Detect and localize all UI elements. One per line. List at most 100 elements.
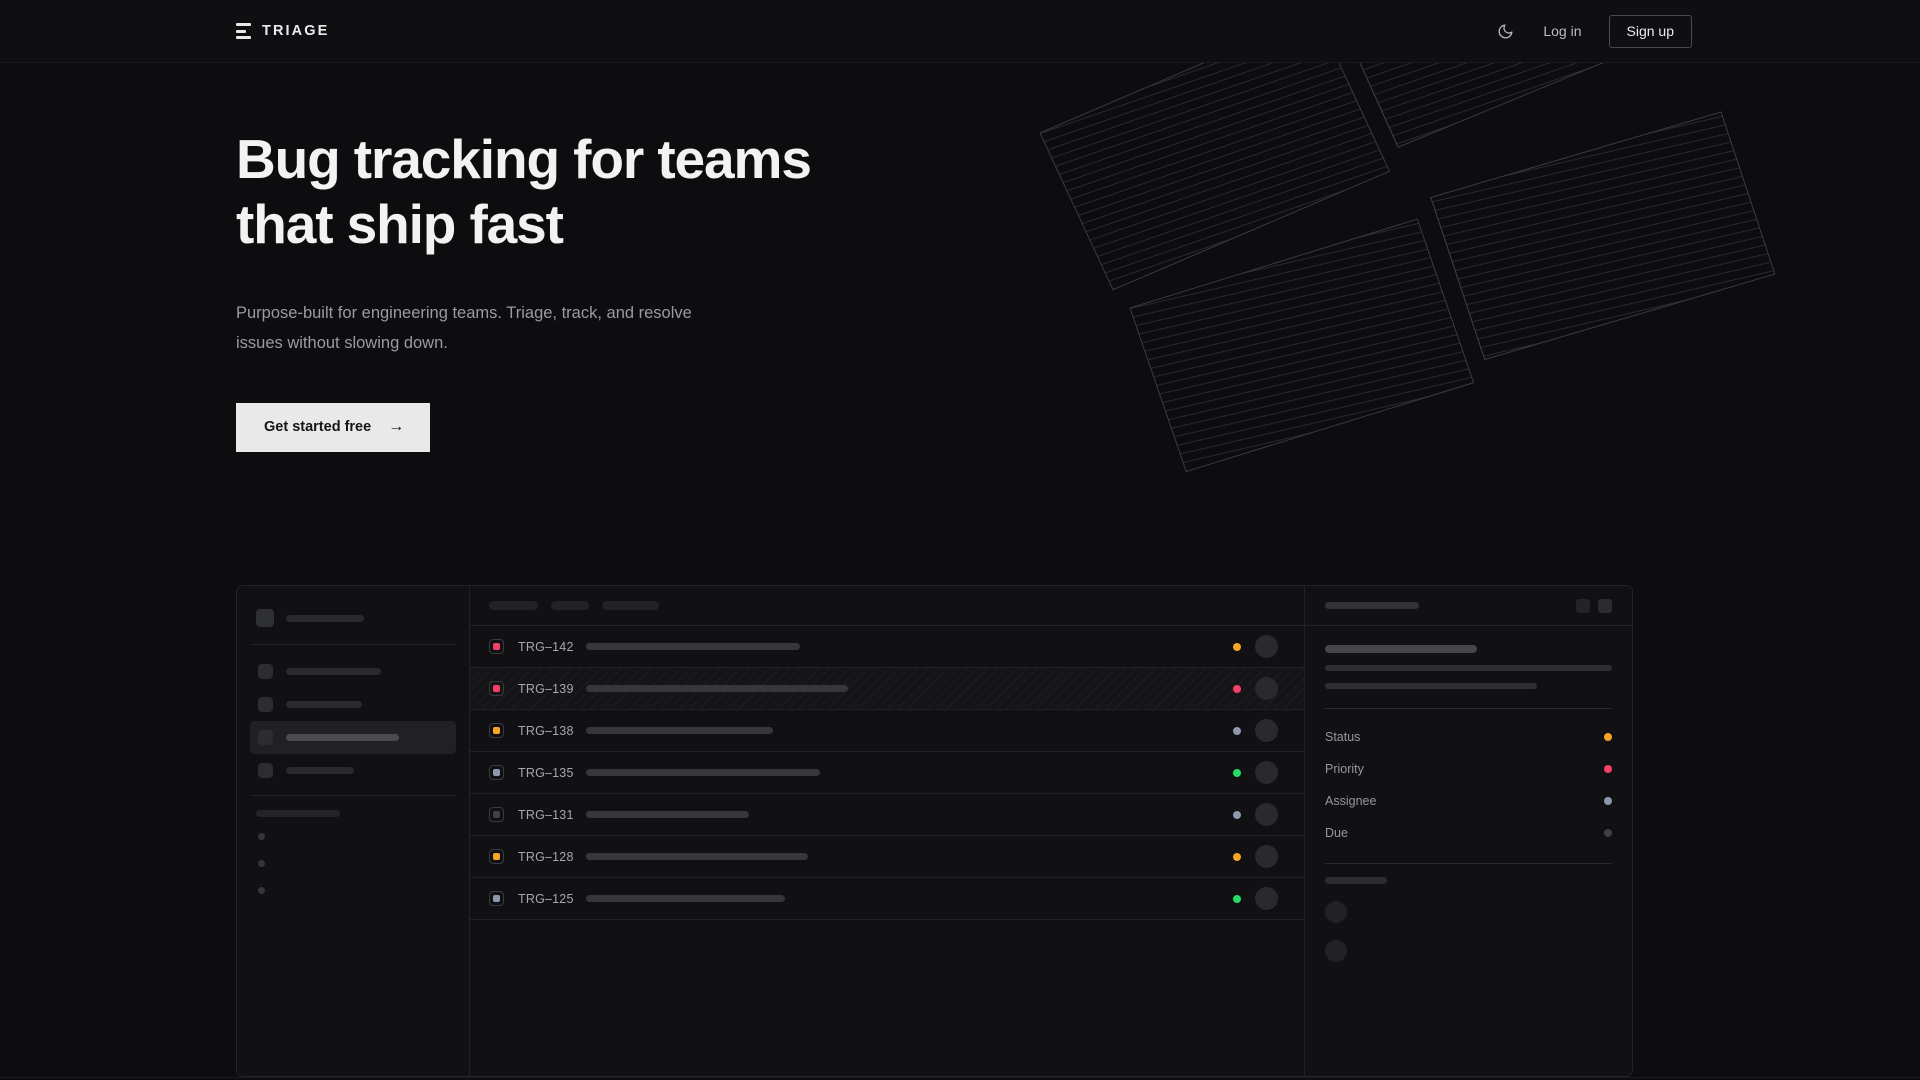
issue-id: TRG–128 (518, 850, 586, 864)
sidebar-item-icon (258, 664, 273, 679)
row-meta (1233, 845, 1304, 868)
workspace-switcher[interactable] (250, 600, 456, 636)
stacked-bars-logo-icon (236, 23, 251, 39)
meta-row-priority[interactable]: Priority (1325, 753, 1612, 785)
issue-id: TRG–138 (518, 724, 586, 738)
row-meta (1233, 761, 1304, 784)
meta-label: Due (1325, 826, 1348, 840)
detail-divider-1 (1325, 708, 1612, 709)
priority-checkbox-icon[interactable] (489, 639, 504, 654)
description-line-0 (1325, 665, 1612, 671)
sidebar-project-list (250, 823, 456, 904)
avatar (1255, 635, 1278, 658)
arrow-right-icon: → (388, 419, 404, 435)
sidebar-item-2[interactable] (250, 721, 456, 754)
row-meta (1233, 887, 1304, 910)
project-dot-icon (258, 887, 265, 894)
status-dot-icon (1233, 685, 1241, 693)
sidebar-item-0[interactable] (250, 655, 456, 688)
sidebar-project-2[interactable] (250, 877, 456, 904)
sidebar-project-1[interactable] (250, 850, 456, 877)
issue-title-skeleton (1325, 645, 1477, 653)
filter-chip-0[interactable] (489, 601, 538, 610)
brand-name: TRIAGE (262, 23, 329, 39)
meta-value-dot-icon (1604, 829, 1612, 837)
meta-row-assignee[interactable]: Assignee (1325, 785, 1612, 817)
issue-id: TRG–135 (518, 766, 586, 780)
table-row[interactable]: TRG–135 (470, 752, 1304, 794)
header-actions: Log in Sign up (1494, 15, 1692, 48)
workspace-avatar (256, 609, 274, 627)
comment-avatars (1325, 901, 1612, 962)
detail-panel-body: StatusPriorityAssigneeDue (1305, 626, 1632, 962)
cta-label: Get started free (264, 419, 371, 435)
signup-button[interactable]: Sign up (1609, 15, 1692, 48)
page-bottom-divider (0, 1077, 1920, 1078)
issue-title-skeleton (586, 727, 773, 734)
brand-logo[interactable]: TRIAGE (236, 23, 329, 39)
issue-id: TRG–125 (518, 892, 586, 906)
detail-action-icon-2[interactable] (1598, 599, 1612, 613)
site-header: TRIAGE Log in Sign up (0, 0, 1920, 63)
meta-label: Priority (1325, 762, 1364, 776)
meta-value-dot-icon (1604, 797, 1612, 805)
detail-panel-header (1305, 586, 1632, 626)
priority-checkbox-icon[interactable] (489, 723, 504, 738)
meta-row-due[interactable]: Due (1325, 817, 1612, 849)
meta-value-dot-icon (1604, 765, 1612, 773)
priority-checkbox-icon[interactable] (489, 891, 504, 906)
issue-meta-list: StatusPriorityAssigneeDue (1325, 721, 1612, 849)
comments-label-skeleton (1325, 877, 1387, 884)
status-dot-icon (1233, 853, 1241, 861)
priority-checkbox-icon[interactable] (489, 849, 504, 864)
sidebar-divider-top (250, 644, 456, 645)
moon-icon[interactable] (1494, 20, 1516, 42)
avatar (1255, 761, 1278, 784)
filter-chip-2[interactable] (602, 601, 659, 610)
table-row[interactable]: TRG–128 (470, 836, 1304, 878)
status-dot-icon (1233, 895, 1241, 903)
row-meta (1233, 719, 1304, 742)
get-started-button[interactable]: Get started free → (236, 403, 430, 452)
avatar (1255, 845, 1278, 868)
sidebar-item-3[interactable] (250, 754, 456, 787)
description-line-1 (1325, 683, 1537, 689)
priority-checkbox-icon[interactable] (489, 681, 504, 696)
priority-checkbox-icon[interactable] (489, 807, 504, 822)
issue-title-skeleton (586, 685, 848, 692)
sidebar-item-label-skeleton (286, 734, 399, 741)
sidebar-item-label-skeleton (286, 668, 381, 675)
meta-label: Status (1325, 730, 1360, 744)
status-dot-icon (1233, 643, 1241, 651)
login-link[interactable]: Log in (1543, 23, 1581, 39)
table-row[interactable]: TRG–138 (470, 710, 1304, 752)
row-meta (1233, 677, 1304, 700)
row-meta (1233, 803, 1304, 826)
row-meta (1233, 635, 1304, 658)
meta-row-status[interactable]: Status (1325, 721, 1612, 753)
sidebar-item-icon (258, 697, 273, 712)
page-title: Bug tracking for teams that ship fast (236, 127, 876, 257)
table-row[interactable]: TRG–142 (470, 626, 1304, 668)
table-row[interactable]: TRG–131 (470, 794, 1304, 836)
project-dot-icon (258, 833, 265, 840)
sidebar-item-label-skeleton (286, 767, 354, 774)
avatar (1255, 887, 1278, 910)
sidebar-section-label-skeleton (256, 810, 340, 817)
workspace-name-skeleton (286, 615, 364, 622)
filter-chip-1[interactable] (551, 601, 589, 610)
issue-id: TRG–142 (518, 640, 586, 654)
sidebar-item-1[interactable] (250, 688, 456, 721)
sidebar-project-0[interactable] (250, 823, 456, 850)
issue-detail-panel: StatusPriorityAssigneeDue (1305, 586, 1632, 1076)
hero-stage: Bug tracking for teams that ship fast Pu… (0, 63, 1920, 1080)
table-row[interactable]: TRG–139 (470, 668, 1304, 710)
table-row[interactable]: TRG–125 (470, 878, 1304, 920)
meta-value-dot-icon (1604, 733, 1612, 741)
priority-checkbox-icon[interactable] (489, 765, 504, 780)
issue-title-skeleton (586, 853, 808, 860)
detail-action-icon-1[interactable] (1576, 599, 1590, 613)
sidebar-item-icon (258, 730, 273, 745)
status-dot-icon (1233, 811, 1241, 819)
sidebar-nav (250, 655, 456, 787)
